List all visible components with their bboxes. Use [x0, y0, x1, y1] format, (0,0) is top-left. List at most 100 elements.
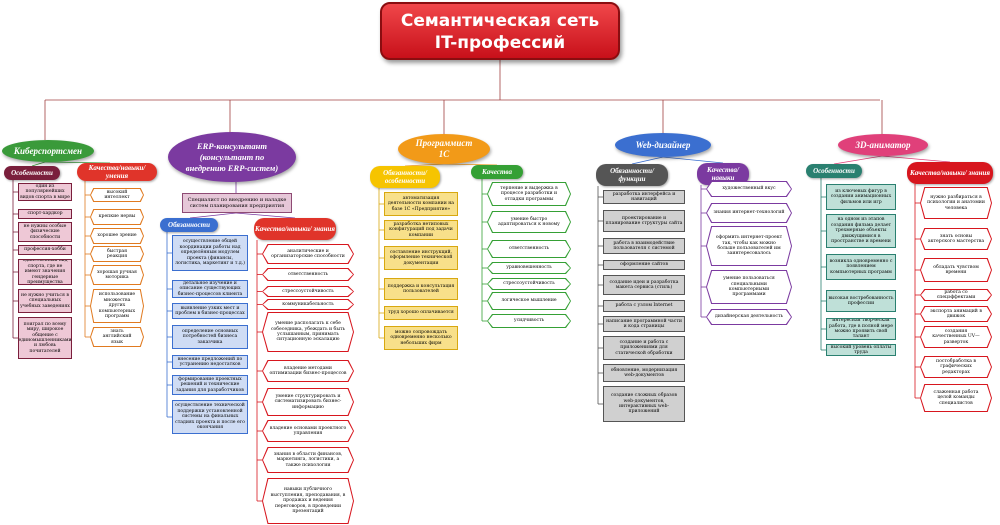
erp-skill-item-text: стрессоустойчивость [263, 287, 353, 296]
prog-skill-item: стрессоустойчивость [487, 278, 571, 290]
erp-skill-item-text: ответственность [263, 269, 353, 280]
cyber-skill-item-text: крепкие нервы [91, 210, 143, 224]
web-duty-item: создание и работа с приложениями для ста… [603, 336, 685, 360]
anim-skill-item-text: создания качественных UV—разверток [921, 327, 991, 347]
cyber-skill-item-text: быстрая реакция [91, 247, 143, 261]
cyber-feature-item: один из популярнейших видов спорта в мир… [18, 183, 72, 201]
title-line-2: IT-профессий [434, 33, 566, 53]
category-prog: Программист 1С [398, 134, 490, 164]
prog-duty-item: поддержка и консультация пользователей [384, 278, 458, 300]
web-skill-item-text: художественный вкус [707, 182, 791, 196]
prog-skill-item-text: ответственность [488, 241, 570, 257]
erp-skill-item: ответственность [262, 268, 354, 281]
cyber-skill-item: высокий интеллект [90, 188, 144, 202]
web-skill-item: дизайнерская деятельность [706, 309, 792, 325]
erp-skill-item-text: владение основами проектного управления [263, 421, 353, 441]
web-duty-item: написание программной части и кода стран… [603, 316, 685, 332]
anim-skill-item: экспорта анимаций в движок [920, 306, 992, 322]
cyber-skill-item-text: хорошая ручная моторика [91, 266, 143, 284]
prog-skill-item: терпение и выдержка в процессе разработк… [487, 182, 571, 206]
prog-skill-item-text: терпение и выдержка в процессе разработк… [488, 183, 570, 205]
anim-skill-item-text: обладать чувством времени [921, 259, 991, 281]
erp-skill-item: умение располагать к себе собеседника, у… [262, 312, 354, 352]
web-duty-item: создание идеи и разработка макета сервис… [603, 275, 685, 295]
category-anim: 3D-аниматор [838, 134, 928, 156]
erp-skill-item-text: владение методами оптимизации бизнес-про… [263, 361, 353, 381]
erp-skill-item: знания в области финансов, маркетинга, л… [262, 447, 354, 473]
prog-skill-item: умение быстро адаптироваться к новому [487, 211, 571, 233]
cyber-feature-item: профессия-хобби [18, 245, 72, 255]
prog-duty-item: автоматизация деятельности компании на б… [384, 192, 458, 216]
web-duty-item: разработка интерфейса и навигаций [603, 190, 685, 204]
prog-skill-item: уравновешенность [487, 262, 571, 274]
web-skill-item-text: умение пользоваться специальными компьют… [707, 271, 791, 303]
category-cyber-label: Киберспортсмен [13, 145, 83, 156]
title-line-1: Семантическая сеть [400, 11, 600, 31]
anim-feature-item: интересная творческая работа, где в полн… [826, 318, 896, 340]
erp-duty-item: детальное изучение и описание существующ… [172, 280, 248, 298]
category-web-label: Web-дизайнер [635, 139, 691, 150]
anim-feature-item: возникла одновременно с появлением компь… [826, 254, 896, 280]
cyber-skill-item-text: хорошее зрение [91, 229, 143, 243]
prog-skill-item-text: стрессоустойчивость [488, 279, 570, 289]
prog-skill-item: усидчивость [487, 314, 571, 328]
web-duty-item: работа с узлом Internet [603, 300, 685, 312]
category-cyber: Киберспортсмен [2, 140, 94, 162]
prog-skill-item-text: уравновешенность [488, 263, 570, 273]
prog-skill-item: логическое мышление [487, 292, 571, 310]
anim-feature-item: высокий уровень оплаты труда [826, 344, 896, 356]
anim-skill-item: обладать чувством времени [920, 258, 992, 282]
category-web: Web-дизайнер [615, 133, 711, 157]
web-skill-item-text: дизайнерская деятельность [707, 310, 791, 324]
erp-skills-label: Качества/навыки/ знания [254, 218, 336, 240]
anim-feature-item: на одном из этапов создания фильма делае… [826, 214, 896, 248]
cyber-skill-item-text: знать английский язык [91, 328, 143, 346]
prog-skills-label: Качества [471, 165, 523, 179]
erp-skill-item: коммуникабельность [262, 299, 354, 310]
web-duty-item: создание сложных образов web-документов,… [603, 386, 685, 422]
anim-skill-item: работа со спецэффектами [920, 289, 992, 301]
cyber-skill-item: хорошее зрение [90, 228, 144, 244]
anim-skill-item: слаженная работа целой команды специалис… [920, 384, 992, 412]
web-skill-item: художественный вкус [706, 181, 792, 197]
anim-skill-item-text: работа со спецэффектами [921, 290, 991, 300]
connector-line [31, 161, 46, 167]
erp-duty-item: осуществление общей координации работы н… [172, 235, 248, 271]
prog-skill-item-text: логическое мышление [488, 293, 570, 309]
connector-line [235, 212, 296, 219]
cyber-skills-label: Качества/навыки/ умения [77, 163, 157, 181]
cyber-skill-item: быстрая реакция [90, 246, 144, 262]
category-erp-label: ERP-консультант (консультант по внедрени… [185, 140, 279, 173]
cyber-skill-item: крепкие нервы [90, 209, 144, 225]
erp-skill-item-text: умение располагать к себе собеседника, у… [263, 313, 353, 351]
web-skill-item-text: знания интернет-технологий [707, 204, 791, 222]
cyber-skill-item-text: высокий интеллект [91, 189, 143, 201]
anim-feature-item: высокая востребованность профессии [826, 290, 896, 312]
erp-skill-item: умение структурировать и систематизирова… [262, 388, 354, 416]
cyber-feature-item: не нужно учиться в специальных учебных з… [18, 289, 72, 313]
erp-skill-item: навыки публичного выступления, преподава… [262, 478, 354, 524]
connector-line [881, 155, 951, 163]
cyber-feature-item: поиграл по всему миру, широкое общение с… [18, 317, 72, 359]
web-duty-item: обновление, модернизация web-документов [603, 364, 685, 382]
erp-duty-item: определение основных потребностей бизнес… [172, 325, 248, 349]
erp-duty-item: формирование проектных решений и техниче… [172, 375, 248, 395]
erp-skill-item: стрессоустойчивость [262, 286, 354, 297]
web-duty-item: оформление сайтов [603, 260, 685, 270]
web-duties-label: Обязанности/ функции [596, 164, 668, 186]
connector-line [44, 161, 111, 164]
prog-skill-item: ответственность [487, 240, 571, 258]
web-skill-item: оформить интернет-проект так, чтобы как … [706, 226, 792, 266]
erp-skill-item: аналитические и организаторские способно… [262, 244, 354, 264]
anim-skill-item: создания качественных UV—разверток [920, 326, 992, 348]
cyber-skill-item: хорошая ручная моторика [90, 265, 144, 285]
page-title: Семантическая сеть IT-профессий [380, 2, 620, 60]
erp-skill-item-text: аналитические и организаторские способно… [263, 245, 353, 263]
anim-skill-item: нужно разбираться в психологии и анатоми… [920, 187, 992, 219]
category-prog-label: Программист 1С [415, 138, 473, 159]
anim-features-label: Особенности [806, 164, 862, 178]
cyber-feature-item: не нужны особые физические способности [18, 222, 72, 242]
anim-skill-item-text: экспорта анимаций в движок [921, 307, 991, 321]
connector-line [833, 155, 883, 165]
